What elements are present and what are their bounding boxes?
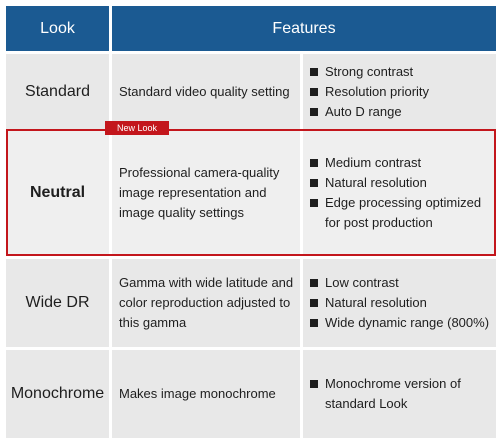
feature-text: Natural resolution — [325, 295, 427, 310]
features-neutral: Medium contrast Natural resolution Edge … — [303, 131, 494, 254]
description-text: Standard video quality setting — [119, 84, 290, 99]
description-monochrome: Makes image monochrome — [112, 350, 300, 438]
look-name: Neutral — [29, 183, 86, 201]
feature-text: Wide dynamic range (800%) — [325, 315, 490, 330]
bullet-square-icon — [310, 88, 318, 96]
bullet-square-icon — [310, 380, 318, 388]
feature-text: Monochrome version of standard Look — [325, 376, 461, 411]
look-name: Wide DR — [25, 294, 90, 311]
description-text: Gamma with wide latitude and color repro… — [119, 275, 294, 330]
features-wide-dr: Low contrast Natural resolution Wide dyn… — [303, 259, 496, 347]
feature-text: Medium contrast — [325, 154, 422, 170]
bullet-square-icon — [310, 158, 318, 167]
header-look-label: Look — [40, 19, 75, 37]
feature-text: Auto D range — [325, 104, 402, 119]
feature-item: Resolution priority — [310, 82, 492, 102]
description-wide-dr: Gamma with wide latitude and color repro… — [112, 259, 300, 347]
look-monochrome: Monochrome — [6, 350, 109, 438]
features-standard: Strong contrast Resolution priority Auto… — [303, 54, 496, 130]
look-wide-dr: Wide DR — [6, 259, 109, 347]
description-text: Professional camera-quality image repres… — [119, 164, 280, 220]
description-standard: Standard video quality setting — [112, 54, 300, 130]
features-monochrome: Monochrome version of standard Look — [303, 350, 496, 438]
bullet-square-icon — [310, 279, 318, 287]
bullet-square-icon — [310, 198, 318, 207]
look-features-table: Look Features Standard Standard video qu… — [6, 6, 496, 438]
header-features: Features — [112, 6, 496, 51]
feature-text: Edge processing optimized for post produ… — [325, 194, 482, 230]
feature-item: Edge processing optimized for post produ… — [310, 193, 490, 233]
look-neutral: Neutral — [6, 131, 109, 254]
bullet-square-icon — [310, 178, 318, 187]
feature-item: Natural resolution — [310, 293, 492, 313]
feature-item: Strong contrast — [310, 62, 492, 82]
feature-item: Medium contrast — [310, 153, 490, 173]
look-name: Standard — [25, 83, 90, 100]
feature-text: Resolution priority — [325, 84, 430, 99]
bullet-square-icon — [310, 299, 318, 307]
bullet-square-icon — [310, 319, 318, 327]
feature-text: Strong contrast — [325, 64, 414, 79]
bullet-square-icon — [310, 108, 318, 116]
header-features-label: Features — [272, 19, 336, 37]
feature-item: Wide dynamic range (800%) — [310, 313, 492, 333]
look-name: Monochrome — [10, 385, 105, 402]
feature-text: Natural resolution — [325, 174, 427, 190]
feature-text: Low contrast — [325, 275, 399, 290]
bullet-square-icon — [310, 68, 318, 76]
look-standard: Standard — [6, 54, 109, 130]
feature-item: Natural resolution — [310, 173, 490, 193]
description-text: Makes image monochrome — [119, 386, 276, 401]
new-look-badge: New Look — [105, 121, 169, 135]
feature-item: Auto D range — [310, 102, 492, 122]
feature-item: Low contrast — [310, 273, 492, 293]
feature-item: Monochrome version of standard Look — [310, 374, 492, 414]
header-look: Look — [6, 6, 109, 51]
description-neutral: Professional camera-quality image repres… — [112, 131, 300, 254]
